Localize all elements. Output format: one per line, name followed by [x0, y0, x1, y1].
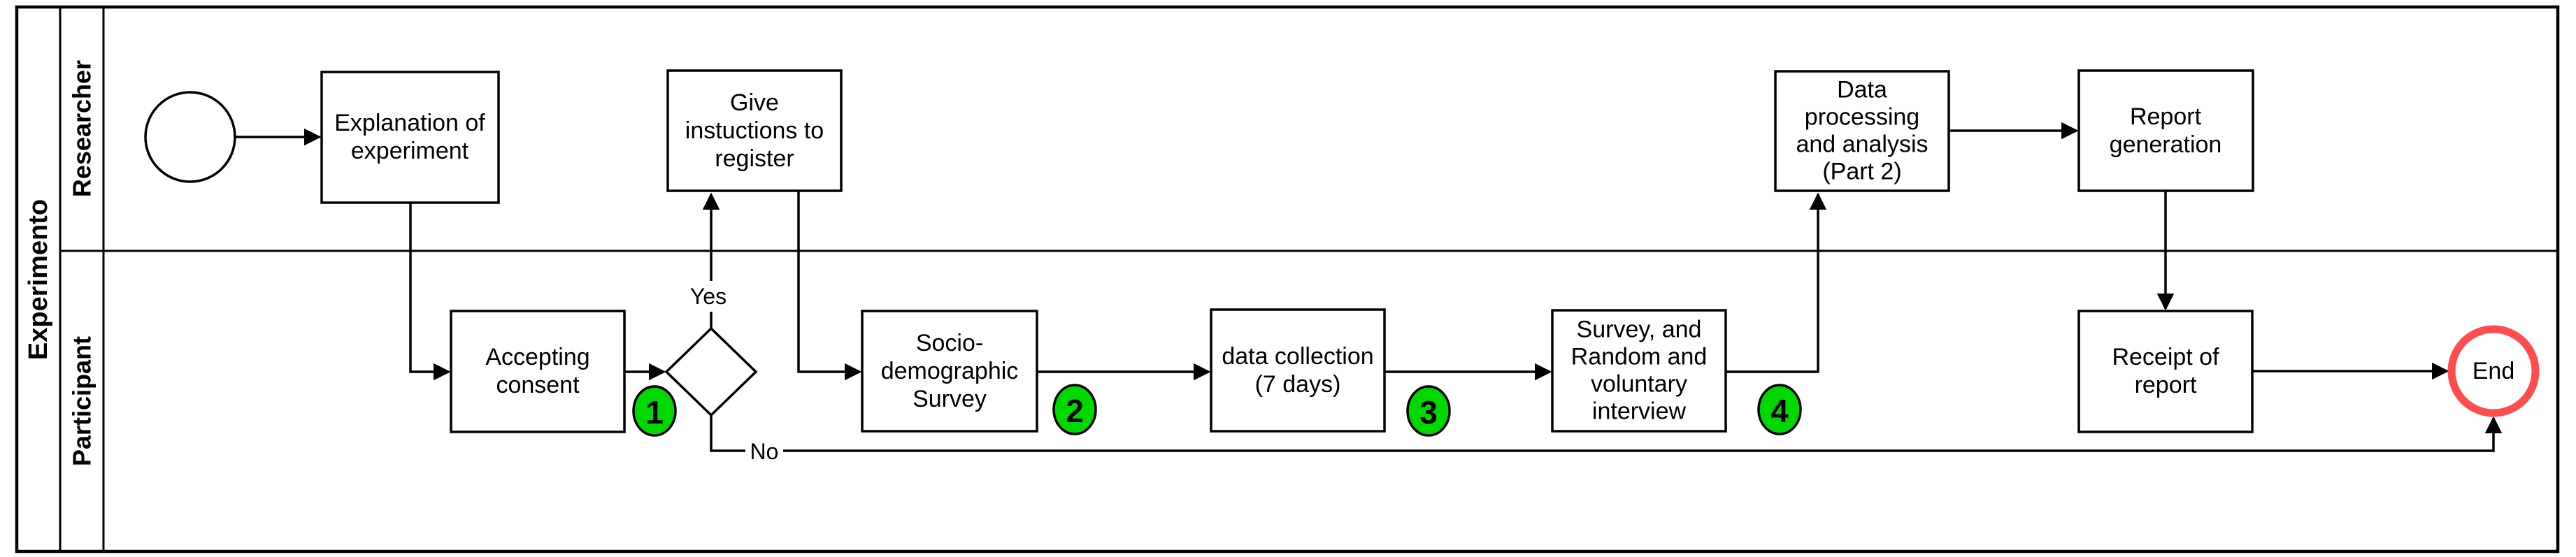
step-badge-number: 2	[1066, 393, 1084, 429]
task-data-collection: data collection(7 days)	[1210, 308, 1386, 433]
edge-explanation-to-accepting	[409, 203, 451, 381]
no-label-backing	[745, 436, 783, 467]
step-badge-circle	[632, 385, 677, 437]
step-badge-1: 1	[632, 385, 677, 437]
no-label: No	[750, 439, 779, 464]
yes-label-backing	[685, 281, 731, 312]
step-badge-circle	[1757, 384, 1802, 435]
lane-participant-label: Participant	[68, 336, 96, 466]
end-event-circle	[2447, 325, 2540, 417]
decision-gateway-diamond	[664, 326, 758, 417]
step-badge-number: 4	[1770, 393, 1789, 429]
edge-label-yes: Yes	[685, 281, 731, 312]
step-badge-2: 2	[1052, 384, 1097, 435]
pool-title: Experimento	[24, 199, 53, 360]
lane-researcher-label: Researcher	[68, 60, 96, 197]
edge-gateway-no-to-end	[710, 415, 2503, 452]
step-badge-3: 3	[1406, 385, 1451, 437]
start-event-circle	[144, 91, 236, 183]
end-event: End	[2447, 325, 2540, 417]
edge-instructions-to-socio	[797, 191, 862, 381]
step-badge-number: 3	[1419, 394, 1438, 431]
step-badge-circle	[1406, 385, 1451, 437]
edge-survey-to-processing	[1726, 192, 1827, 373]
task-label: data collection(7 days)	[1222, 343, 1373, 398]
yes-label: Yes	[690, 284, 727, 309]
step-badge-circle	[1052, 384, 1097, 435]
end-event-label: End	[2473, 358, 2515, 384]
step-badge-number: 1	[645, 394, 664, 431]
edge-label-no: No	[745, 436, 783, 467]
step-badge-4: 4	[1757, 384, 1802, 435]
